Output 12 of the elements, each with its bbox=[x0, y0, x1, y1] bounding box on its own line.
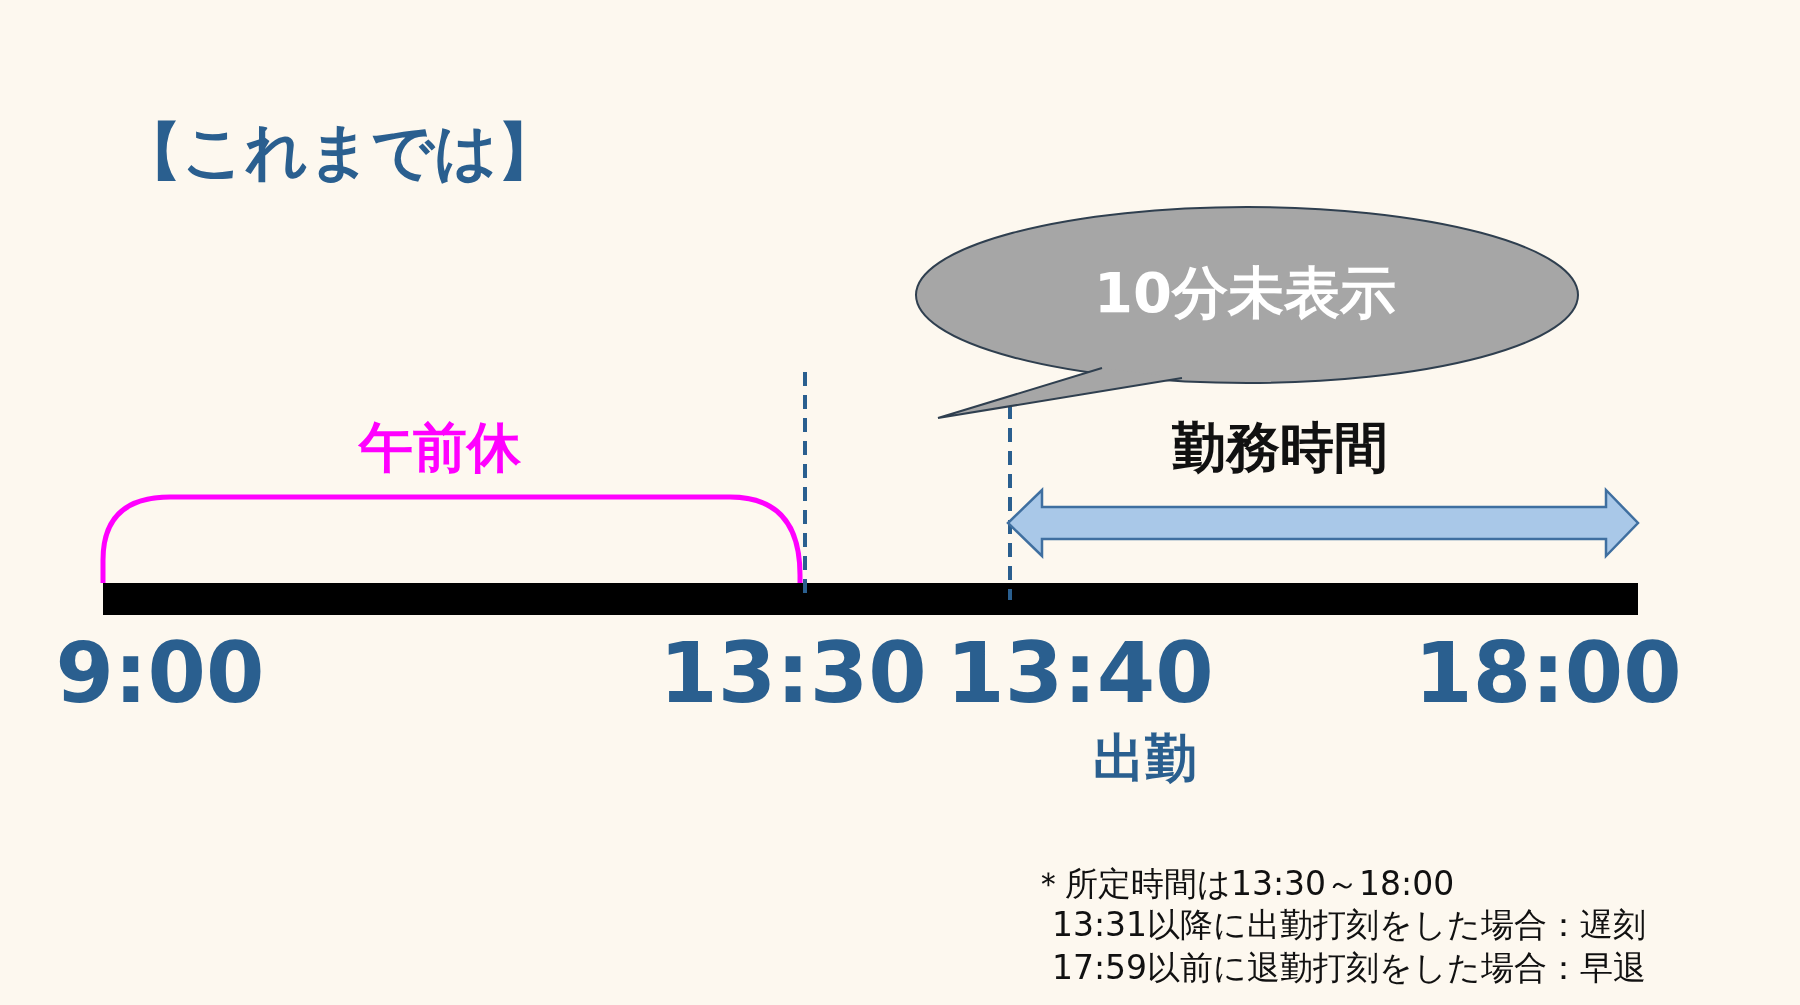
note-text: 13:31以降に出勤打刻をした場合：遅刻 bbox=[1052, 907, 1647, 944]
span-label: 午前休 bbox=[359, 418, 521, 478]
span-label: 勤務時間 bbox=[1172, 418, 1388, 478]
time-label: 9:00 bbox=[55, 627, 265, 720]
time-label: 13:30 bbox=[659, 627, 927, 720]
note-text: ＊所定時間は13:30～18:00 bbox=[1032, 866, 1455, 903]
event-label: 出勤 bbox=[1093, 730, 1197, 788]
bubble-text: 10分未表示 bbox=[1094, 262, 1396, 324]
time-label: 13:40 bbox=[946, 627, 1214, 720]
time-label: 18:00 bbox=[1414, 627, 1682, 720]
note-text: 17:59以前に退勤打刻をした場合：早退 bbox=[1052, 950, 1647, 987]
heading: 【これまでは】 bbox=[120, 118, 559, 187]
